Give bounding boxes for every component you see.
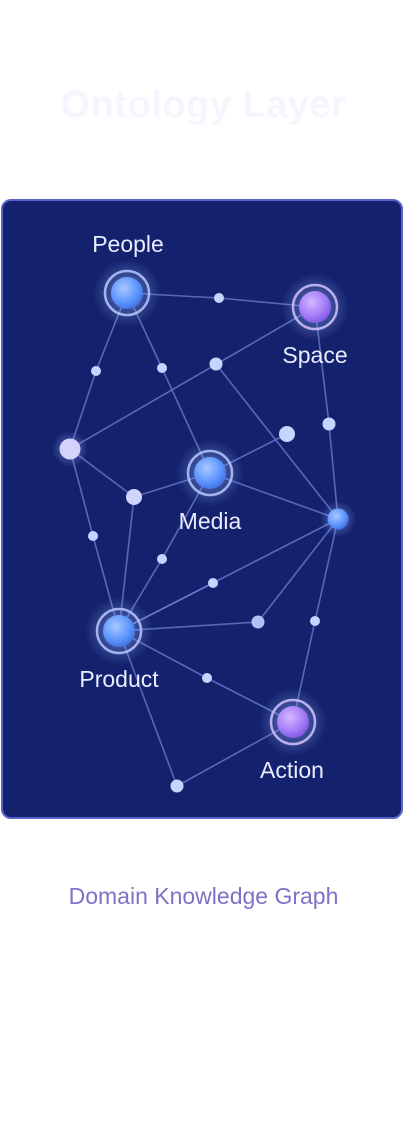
graph-node — [170, 779, 184, 793]
graph-node — [310, 616, 320, 626]
graph-node — [327, 508, 349, 530]
graph-node — [126, 489, 142, 505]
graph-node — [59, 438, 81, 460]
graph-node — [322, 417, 336, 431]
node-action[interactable] — [259, 688, 327, 756]
small-nodes — [88, 293, 336, 793]
graph-node — [251, 615, 265, 629]
node-product[interactable] — [85, 597, 153, 665]
node-label-people: People — [92, 231, 164, 257]
graph-node — [208, 578, 218, 588]
node-label-product: Product — [79, 666, 159, 692]
graph-node — [88, 531, 98, 541]
graph-node — [91, 366, 101, 376]
node-space[interactable] — [281, 273, 349, 341]
graph-node — [157, 554, 167, 564]
node-label-action: Action — [260, 757, 324, 783]
edge — [69, 306, 316, 450]
node-people[interactable] — [93, 259, 161, 327]
knowledge-graph-card: People Space Media Product Action — [1, 199, 403, 819]
graph-node — [214, 293, 224, 303]
medium-nodes — [52, 431, 356, 537]
edge — [118, 518, 339, 632]
node-media[interactable] — [176, 439, 244, 507]
graph-caption: Domain Knowledge Graph — [68, 883, 339, 909]
graph-node — [157, 363, 167, 373]
graph-node — [279, 426, 295, 442]
knowledge-graph: People Space Media Product Action — [52, 231, 356, 793]
node-label-space: Space — [282, 342, 347, 368]
edge — [215, 363, 339, 520]
node-label-media: Media — [179, 508, 242, 534]
graph-node — [202, 673, 212, 683]
edge — [257, 518, 339, 623]
page-title: Ontology Layer — [60, 84, 347, 126]
graph-node — [209, 357, 223, 371]
